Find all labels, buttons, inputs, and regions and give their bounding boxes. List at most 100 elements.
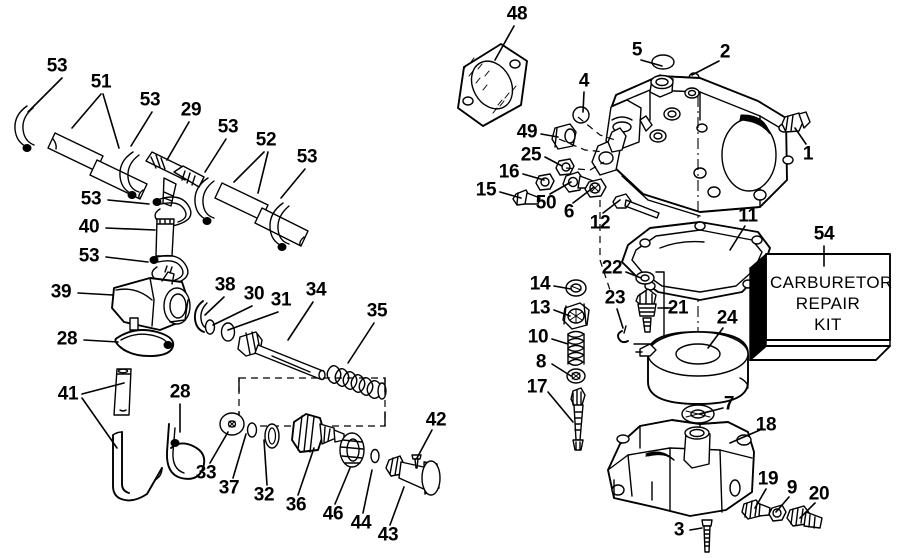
leader-line-50 (549, 181, 572, 195)
callout-number-16: 16 (498, 161, 520, 183)
callout-number-25: 25 (520, 144, 542, 166)
callout-number-43: 43 (377, 524, 399, 546)
choke-housing-39 (111, 265, 191, 358)
callout-number-53: 53 (78, 245, 100, 267)
callout-number-42: 42 (425, 409, 447, 431)
fuel-pipe-41 (112, 368, 206, 502)
callout-number-53: 53 (46, 55, 68, 77)
leader-line-12 (602, 199, 621, 214)
leader-line-42 (416, 429, 433, 459)
callout-number-53: 53 (217, 116, 239, 138)
callout-number-30: 30 (243, 283, 265, 305)
ball-4 (572, 106, 590, 124)
leader-line-8 (551, 363, 572, 377)
callout-number-53: 53 (139, 89, 161, 111)
repair-kit-label: CARBURETOR REPAIR KIT (770, 272, 892, 335)
callout-number-13: 13 (529, 297, 551, 319)
leader-line-38 (204, 296, 225, 316)
callout-number-49: 49 (516, 121, 538, 143)
callout-number-29: 29 (180, 99, 202, 121)
callout-number-53: 53 (296, 146, 318, 168)
leader-line-53 (27, 77, 63, 113)
leader-line-43 (389, 486, 405, 526)
callout-number-52: 52 (255, 129, 277, 151)
leader-line-17 (547, 391, 574, 423)
repair-kit-line2: REPAIR (795, 294, 861, 313)
callout-number-33: 33 (195, 462, 217, 484)
leader-line-23 (616, 308, 624, 329)
callout-number-4: 4 (578, 70, 590, 92)
leader-line-41 (81, 382, 125, 395)
leader-line-34 (287, 301, 314, 341)
leader-line-28 (83, 339, 119, 343)
callout-number-48: 48 (506, 3, 528, 25)
callout-number-20: 20 (808, 483, 830, 505)
leader-line-7 (699, 407, 724, 415)
callout-number-38: 38 (214, 274, 236, 296)
leader-line-15 (499, 191, 522, 199)
leader-line-51 (102, 93, 120, 149)
bolt-3 (701, 519, 713, 553)
callout-number-15: 15 (475, 179, 497, 201)
callout-number-5: 5 (631, 39, 643, 61)
callout-number-10: 10 (527, 326, 549, 348)
leader-line-53 (130, 111, 153, 147)
callout-number-23: 23 (604, 287, 626, 309)
throttle-shaft-34 (237, 331, 387, 400)
leader-line-49 (540, 133, 559, 138)
needle-valve-column (562, 279, 590, 451)
callout-number-41: 41 (57, 383, 79, 405)
callout-number-28: 28 (56, 328, 78, 350)
leader-line-53 (280, 168, 306, 199)
leader-line-53 (107, 199, 150, 205)
callout-number-40: 40 (78, 216, 100, 238)
callout-number-12: 12 (589, 212, 611, 234)
leader-line-35 (347, 322, 375, 364)
leader-line-32 (263, 439, 268, 486)
leader-line-6 (572, 186, 595, 204)
callout-number-2: 2 (719, 41, 731, 63)
callout-number-51: 51 (90, 71, 112, 93)
leader-line-36 (297, 447, 315, 496)
callout-number-8: 8 (535, 351, 547, 373)
leader-line-41 (81, 397, 118, 449)
leader-line-37 (232, 433, 247, 479)
guide-12 (599, 200, 611, 291)
callout-number-35: 35 (366, 300, 388, 322)
callout-number-9: 9 (786, 477, 798, 499)
leader-line-4 (582, 91, 585, 113)
repair-kit-line3: KIT (814, 315, 842, 334)
callout-number-46: 46 (322, 503, 344, 525)
gasket-11 (621, 221, 771, 301)
leader-line-33 (209, 431, 229, 464)
callout-number-21: 21 (667, 297, 689, 319)
callout-number-34: 34 (305, 279, 327, 301)
float-bowl-18 (607, 419, 755, 517)
callout-number-19: 19 (757, 468, 779, 490)
leader-line-24 (707, 327, 724, 349)
leader-line-40 (105, 227, 156, 231)
leader-line-52 (257, 151, 269, 194)
callout-number-31: 31 (270, 289, 292, 311)
leader-line-39 (77, 292, 114, 296)
leader-line-10 (551, 338, 569, 345)
leader-line-51 (71, 93, 102, 129)
small-hardware-left (512, 123, 660, 219)
leader-line-25 (544, 156, 563, 167)
callout-number-14: 14 (529, 273, 551, 295)
leader-line-29 (166, 121, 190, 161)
callout-number-32: 32 (253, 484, 275, 506)
plug-5 (651, 54, 675, 70)
callout-number-54: 54 (813, 223, 835, 245)
leader-line-53 (204, 138, 227, 173)
callout-number-36: 36 (285, 494, 307, 516)
tube-40 (155, 218, 175, 257)
callout-number-53: 53 (80, 188, 102, 210)
leader-line-48 (494, 25, 515, 61)
leader-line-19 (754, 488, 767, 509)
carburetor-body (591, 74, 794, 217)
guide-25 (565, 161, 605, 171)
float-valve-assembly (219, 412, 441, 496)
washer-7 (681, 404, 715, 424)
